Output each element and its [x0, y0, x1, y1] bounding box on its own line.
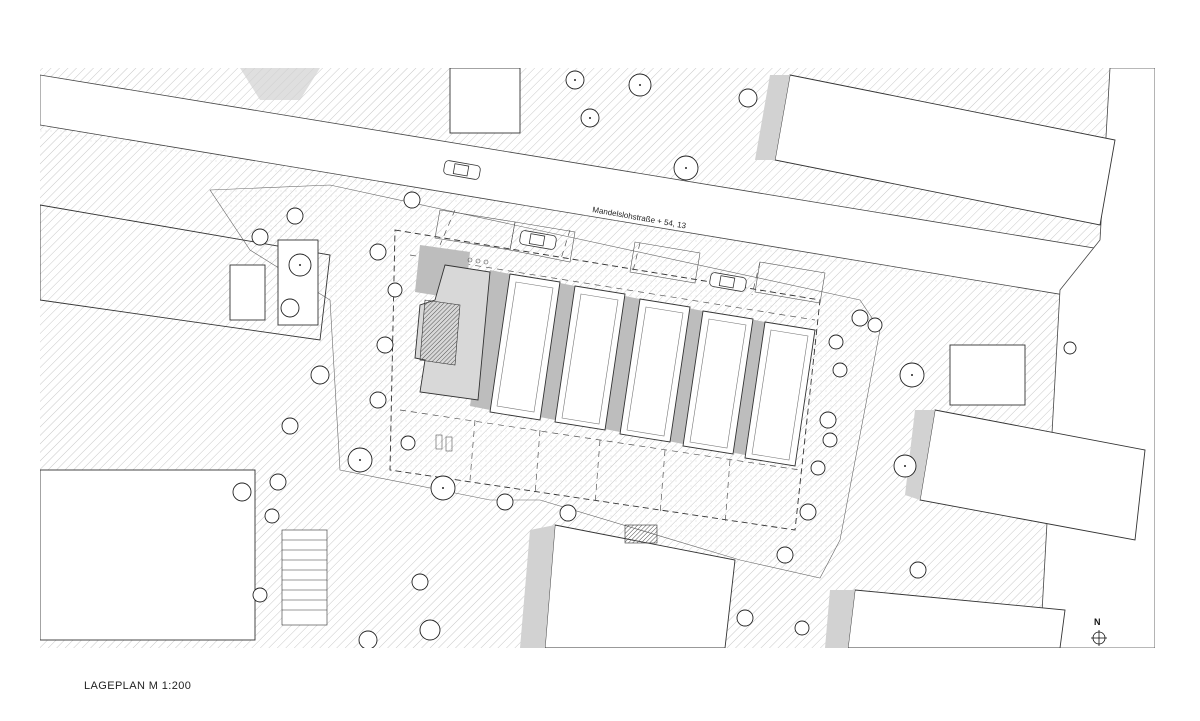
north-arrow: N — [1091, 617, 1107, 646]
tree-centres — [299, 79, 913, 489]
community-building-dark — [419, 299, 461, 366]
site-grid — [399, 209, 816, 526]
neighbour-shadows — [240, 68, 935, 648]
plan-caption: LAGEPLAN M 1:200 — [84, 680, 192, 692]
parking-row — [434, 209, 826, 304]
row-houses — [489, 273, 816, 467]
stairs — [281, 529, 328, 626]
street-sidewalk-north — [40, 125, 1155, 318]
entrance-mat — [624, 524, 658, 544]
cars — [443, 160, 747, 292]
benches — [435, 257, 489, 452]
row-houses-inner — [496, 281, 809, 461]
neighbour-buildings — [40, 68, 1146, 648]
north-label: N — [1094, 617, 1101, 627]
site-boundary — [389, 229, 821, 531]
